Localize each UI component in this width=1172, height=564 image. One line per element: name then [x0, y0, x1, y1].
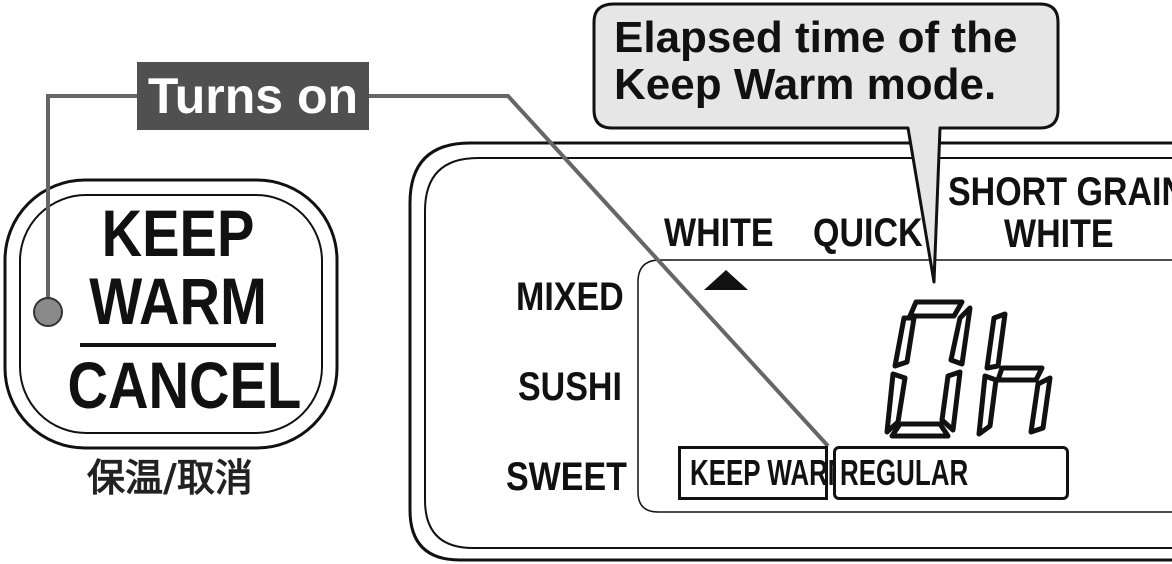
segment-lower-left — [884, 371, 908, 435]
bubble-text-line-2: Keep Warm mode. — [614, 60, 997, 109]
bubble-text-line-1: Elapsed time of the — [614, 13, 1018, 62]
menu-label-short-grain-white: WHITE — [1004, 212, 1114, 256]
segment-top — [907, 299, 965, 319]
segment-upper-left — [892, 315, 917, 369]
h-segment-lower-right — [1028, 375, 1053, 435]
regular-indicator-box — [833, 446, 1069, 500]
menu-label-sweet: SWEET — [506, 455, 627, 499]
keep-warm-indicator-box — [678, 446, 828, 500]
h-segment-upper-left — [984, 311, 1008, 371]
indicator-lamp-dot — [33, 297, 63, 327]
control-panel-frame-inner — [424, 157, 1172, 549]
h-segment-middle — [995, 365, 1045, 383]
turns-on-callout-label: Turns on — [147, 68, 359, 124]
menu-label-sushi: SUSHI — [518, 365, 622, 409]
segment-upper-right — [948, 305, 973, 367]
regular-indicator-label: REGULAR — [840, 452, 969, 493]
control-panel-frame-outer — [408, 141, 1172, 562]
turns-on-leader-left — [46, 94, 137, 312]
speech-bubble — [592, 2, 1060, 284]
lcd-screen-frame — [637, 259, 1172, 513]
menu-label-short-grain: SHORT GRAIN — [948, 170, 1172, 214]
turns-on-callout-box — [137, 62, 369, 130]
segment-lower-right — [939, 369, 963, 433]
turns-on-leader-right — [369, 94, 830, 448]
button-label-warm: WARM — [89, 264, 267, 338]
button-label-japanese: 保温/取消 — [87, 456, 253, 500]
h-segment-lower-left — [976, 373, 999, 437]
segment-bottom — [889, 421, 951, 439]
time-digit-0-segments — [884, 299, 973, 439]
button-label-cancel: CANCEL — [67, 348, 302, 422]
selection-triangle-icon — [704, 270, 748, 290]
keep-warm-button-inner — [19, 194, 323, 434]
menu-label-mixed: MIXED — [516, 275, 624, 319]
keep-warm-indicator-label: KEEP WARM — [690, 452, 850, 493]
menu-label-quick: QUICK — [813, 211, 923, 255]
menu-label-white: WHITE — [664, 211, 774, 255]
button-label-keep: KEEP — [101, 196, 255, 270]
time-unit-h-segments — [976, 311, 1053, 437]
